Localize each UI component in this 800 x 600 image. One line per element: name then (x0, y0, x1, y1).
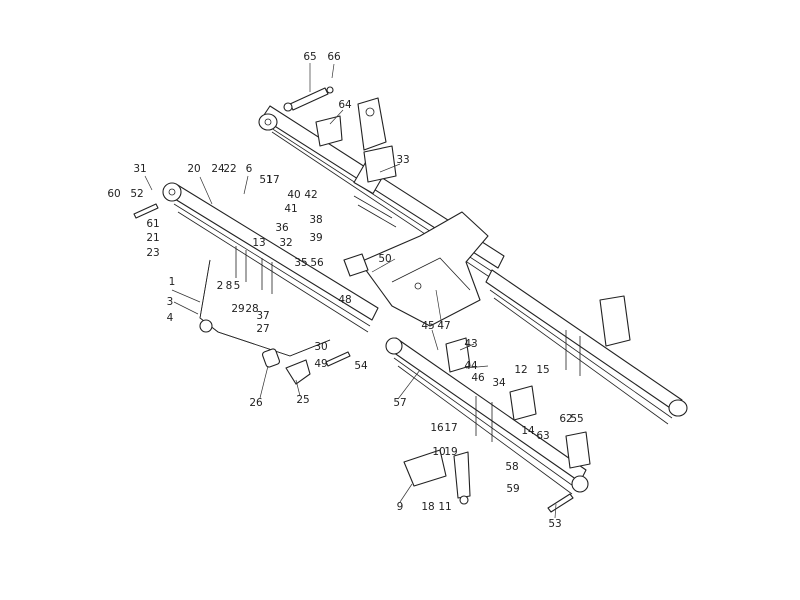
callout-38[interactable]: 38 (309, 213, 323, 226)
callout-17b[interactable]: 17 (444, 421, 458, 434)
right-rear-leaf-spring (485, 269, 688, 425)
callout-1[interactable]: 1 (168, 275, 176, 288)
callout-39[interactable]: 39 (309, 231, 323, 244)
callout-50[interactable]: 50 (378, 252, 392, 265)
callout-5[interactable]: 5 (233, 279, 241, 292)
callout-58[interactable]: 58 (505, 460, 519, 473)
callout-35[interactable]: 35 (294, 256, 308, 269)
callout-14[interactable]: 14 (521, 424, 535, 437)
stabilizer-bar (199, 259, 331, 385)
callout-40[interactable]: 40 (287, 188, 301, 201)
callout-17a[interactable]: 17 (266, 173, 280, 186)
callout-16[interactable]: 16 (430, 421, 444, 434)
callout-56[interactable]: 56 (310, 256, 324, 269)
callout-31[interactable]: 31 (133, 162, 147, 175)
callout-26[interactable]: 26 (249, 396, 263, 409)
callout-49[interactable]: 49 (314, 357, 328, 370)
callout-3[interactable]: 3 (166, 295, 174, 308)
callout-21[interactable]: 21 (146, 231, 160, 244)
callout-61[interactable]: 61 (146, 217, 160, 230)
callout-19[interactable]: 19 (444, 445, 458, 458)
callout-15[interactable]: 15 (536, 363, 550, 376)
callout-60[interactable]: 60 (107, 187, 121, 200)
callout-27[interactable]: 27 (256, 322, 270, 335)
callout-2[interactable]: 2 (216, 279, 224, 292)
crossmember-frame (343, 211, 489, 327)
callout-65[interactable]: 65 (303, 50, 317, 63)
callout-24[interactable]: 24 (211, 162, 225, 175)
callout-43[interactable]: 43 (464, 337, 478, 350)
callout-25[interactable]: 25 (296, 393, 310, 406)
callout-12[interactable]: 12 (514, 363, 528, 376)
callout-34[interactable]: 34 (492, 376, 506, 389)
callout-29[interactable]: 29 (231, 302, 245, 315)
rear-shock-absorber (283, 86, 334, 112)
callout-37[interactable]: 37 (256, 309, 270, 322)
callout-62[interactable]: 62 (559, 412, 573, 425)
callout-33[interactable]: 33 (396, 153, 410, 166)
callout-51[interactable]: 51 (259, 173, 273, 186)
callout-63[interactable]: 63 (536, 429, 550, 442)
callout-32[interactable]: 32 (279, 236, 293, 249)
callout-30[interactable]: 30 (314, 340, 328, 353)
callout-54[interactable]: 54 (354, 359, 368, 372)
callout-11[interactable]: 11 (438, 500, 452, 513)
right-front-leaf-spring (385, 337, 591, 495)
callout-53[interactable]: 53 (548, 517, 562, 530)
rear-upper-bracket (315, 97, 397, 183)
callout-9[interactable]: 9 (396, 500, 404, 513)
shackle-pins (133, 203, 574, 513)
callout-55[interactable]: 55 (570, 412, 584, 425)
callout-44[interactable]: 44 (464, 359, 478, 372)
callout-18[interactable]: 18 (421, 500, 435, 513)
front-leaf-spring (162, 182, 379, 333)
callout-10[interactable]: 10 (432, 445, 446, 458)
callout-46[interactable]: 46 (471, 371, 485, 384)
callout-66[interactable]: 66 (327, 50, 341, 63)
callout-4[interactable]: 4 (166, 311, 174, 324)
callout-64[interactable]: 64 (338, 98, 352, 111)
callout-20[interactable]: 20 (187, 162, 201, 175)
callout-23[interactable]: 23 (146, 246, 160, 259)
callout-6[interactable]: 6 (245, 162, 253, 175)
callout-42[interactable]: 42 (304, 188, 318, 201)
callout-59[interactable]: 59 (506, 482, 520, 495)
callout-45[interactable]: 45 (421, 319, 435, 332)
callout-47[interactable]: 47 (437, 319, 451, 332)
callout-13[interactable]: 13 (252, 236, 266, 249)
callout-36[interactable]: 36 (275, 221, 289, 234)
leader-lines (144, 63, 557, 519)
callout-52[interactable]: 52 (130, 187, 144, 200)
callout-57[interactable]: 57 (393, 396, 407, 409)
callout-48[interactable]: 48 (338, 293, 352, 306)
front-shock-absorber (403, 449, 471, 505)
callout-22[interactable]: 22 (223, 162, 237, 175)
callout-8[interactable]: 8 (225, 279, 233, 292)
callout-28[interactable]: 28 (245, 302, 259, 315)
callout-41[interactable]: 41 (284, 202, 298, 215)
